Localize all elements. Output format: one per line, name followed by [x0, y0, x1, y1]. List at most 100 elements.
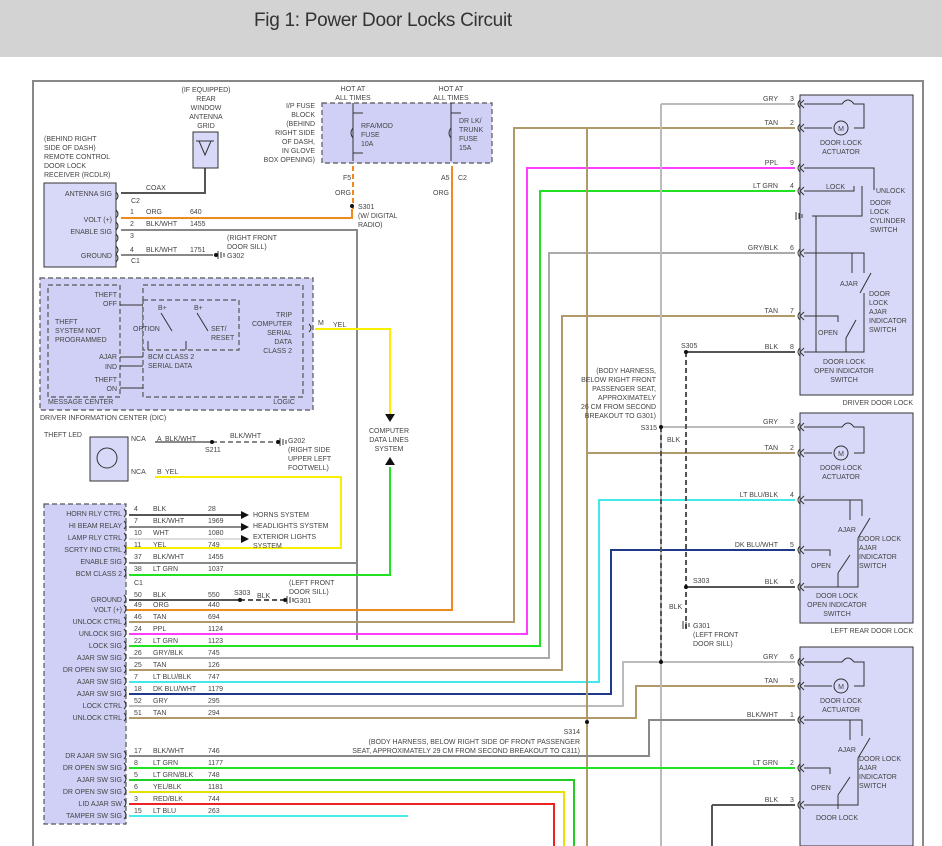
connector-icon — [123, 640, 127, 650]
theft-not-programmed-label: THEFT — [55, 319, 78, 326]
s305-label: S305 — [681, 343, 697, 350]
horn-arrow-icon — [241, 511, 249, 519]
driver-ajar-switch-label: INDICATOR — [869, 318, 907, 325]
bcm-wire-color: BLK/WHT — [153, 518, 185, 525]
lamp-arrow-icon — [241, 535, 249, 543]
left-rear-door-wire-color: TAN — [765, 445, 778, 452]
theft-led-pin-a: A — [157, 436, 162, 443]
bcm-pin-number: 52 — [134, 698, 142, 705]
fuse-pin-a5: A5 — [441, 175, 450, 182]
bcm-pin-label: DR OPEN SW SIG — [63, 789, 122, 796]
headlights-system-label: HEADLIGHTS SYSTEM — [253, 523, 329, 530]
driver-door-actuator-label: ACTUATOR — [822, 149, 860, 156]
antenna-label: WINDOW — [191, 105, 222, 112]
rear-ajar-switch-label: DOOR LOCK — [859, 536, 901, 543]
splice-dot — [659, 425, 663, 429]
bcm-pin-number: 22 — [134, 638, 142, 645]
fuse-wire1-label: ORG — [335, 190, 351, 197]
computer-data-lines-label: COMPUTER — [369, 428, 409, 435]
connector-icon — [797, 495, 805, 505]
bcm-wire-circuit: 1177 — [208, 760, 223, 767]
driver-door-pin-number: 4 — [790, 183, 794, 190]
theft-off-label: OFF — [103, 301, 117, 308]
bcm-wire-color: LT GRN — [153, 566, 178, 573]
bcm-pin-label: TAMPER SW SIG — [66, 813, 122, 820]
exterior-lights-label: EXTERIOR LIGHTS — [253, 534, 316, 541]
bcm-wire-color: BLK — [153, 506, 167, 513]
third-door-wire-color: TAN — [765, 678, 778, 685]
bcm-pin-number: 15 — [134, 808, 142, 815]
splice-dot — [659, 660, 663, 664]
bcm-pin-number: 25 — [134, 662, 142, 669]
rcdlr-location-label: RECEIVER (RCDLR) — [44, 172, 111, 179]
third-door-motor-glyph: M — [838, 684, 844, 691]
bcm-pin-number: 4 — [134, 506, 138, 513]
bcm-wire-color: LT GRN/BLK — [153, 772, 194, 779]
dic-wire-yel: YEL — [333, 322, 346, 329]
bcm-pin-number: 51 — [134, 710, 142, 717]
theft-off-label: THEFT — [94, 292, 117, 299]
g302-location-label: (RIGHT FRONT — [227, 235, 278, 242]
rear-ajar-switch-label: AJAR — [859, 545, 877, 552]
driver-open-switch-label: OPEN INDICATOR — [814, 368, 874, 375]
driver-door-wire-color: PPL — [765, 160, 778, 167]
driver-case-ground-icon — [795, 212, 803, 220]
connector-icon — [123, 750, 127, 760]
bcm-pin-number: 24 — [134, 626, 142, 633]
wire-redblk-744 — [129, 803, 555, 846]
bcm-wire-color: LT GRN — [153, 760, 178, 767]
connector-icon — [797, 186, 805, 196]
driver-lock-label: LOCK — [826, 184, 845, 191]
wire-bcm-class2 — [129, 467, 391, 576]
g301-right-location: DOOR SILL) — [693, 641, 733, 648]
ind-label: IND — [105, 364, 117, 371]
third-door-module — [799, 646, 914, 846]
connector-icon — [797, 715, 805, 725]
fuse-wire2-label: ORG — [433, 190, 449, 197]
bcm-wire-color: YEL/BLK — [153, 784, 182, 791]
connector-icon — [123, 520, 127, 530]
fuse-drlk-label: 15A — [459, 145, 472, 152]
left-rear-door-title: LEFT REAR DOOR LOCK — [831, 628, 914, 635]
connector-icon — [797, 800, 805, 810]
wire-yel-749 — [121, 476, 342, 549]
third-door-wire-color: BLK/WHT — [747, 712, 779, 719]
bcm-pin-label: ENABLE SIG — [80, 559, 122, 566]
rcdlr-pin-label: VOLT (+) — [84, 217, 112, 224]
s305-note: 26 CM FROM SECOND — [581, 404, 656, 411]
left-rear-door-pin-number: 2 — [790, 445, 794, 452]
wire-grybl-745 — [129, 252, 795, 659]
computer-data-lines-label: DATA LINES — [369, 437, 409, 444]
left-rear-door-wire-color: BLK — [765, 579, 779, 586]
theft-led-label: THEFT LED — [44, 432, 82, 439]
s315-label: S315 — [641, 425, 657, 432]
g301-right-ground-icon — [682, 621, 690, 629]
set-reset-label: RESET — [211, 335, 235, 342]
driver-cylinder-switch-label: SWITCH — [870, 227, 898, 234]
rear-ajar-label: AJAR — [838, 527, 856, 534]
g202-location-label: FOOTWELL) — [288, 465, 329, 472]
bcm-pin-label: LAMP RLY CTRL — [68, 535, 122, 542]
connector-icon — [123, 786, 127, 796]
driver-cylinder-switch-label: LOCK — [870, 209, 889, 216]
rcdlr-wire-pin: 2 — [130, 221, 134, 228]
fuse-rfa-label: 10A — [361, 141, 374, 148]
connector-icon — [123, 652, 127, 662]
rcdlr-wire-color: BLK/WHT — [146, 247, 178, 254]
bcm-wire-circuit: 1969 — [208, 518, 224, 525]
fuse-rfa-label: RFA/MOD — [361, 123, 393, 130]
driver-open-switch-label: SWITCH — [830, 377, 858, 384]
splice-dot — [350, 204, 354, 208]
driver-unlock-label: UNLOCK — [876, 188, 906, 195]
bcm-wire-color: ORG — [153, 602, 169, 609]
connector-icon — [797, 311, 805, 321]
driver-door-pin-number: 2 — [790, 120, 794, 127]
rcdlr-pin-label: ANTENNA SIG — [65, 191, 112, 198]
driver-door-wire-color: TAN — [765, 308, 778, 315]
g202-label: G202 — [288, 438, 305, 445]
wire-ltgrnblk-748 — [129, 779, 575, 846]
bcm-pin-label: GROUND — [91, 597, 122, 604]
connector-icon — [797, 99, 805, 109]
g302-label: G302 — [227, 253, 244, 260]
bcm-pin-label: LOCK CTRL — [83, 703, 122, 710]
